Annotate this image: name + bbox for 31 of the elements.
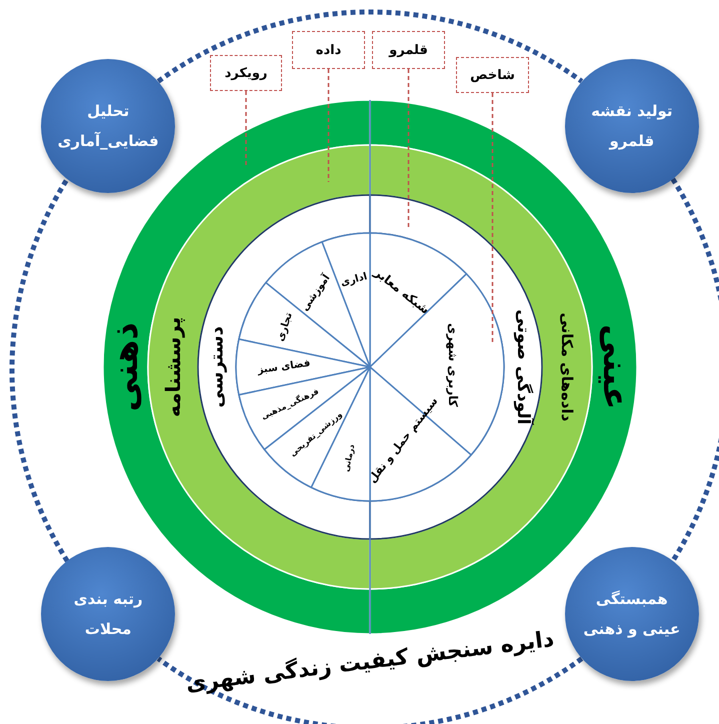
ring-label: پرسشنامه: [161, 316, 185, 418]
slice-label: اداری: [339, 271, 368, 289]
leader-line: [245, 91, 247, 167]
dotted-arc: [10, 178, 70, 562]
dashed-box: قلمرو: [372, 31, 445, 69]
slice-label: درمانی: [342, 444, 356, 473]
ring-label: داده‌های مکانی: [558, 312, 576, 422]
title: دایره سنجش کیفیت زندگی شهری: [184, 627, 556, 697]
ring-label: آلودگی صوتی: [513, 309, 533, 425]
ring-label: دسترسی: [206, 326, 228, 408]
dashed-box: رویکرد: [210, 55, 282, 91]
slice-label: تجاری: [276, 310, 296, 342]
circle-node: تحلیل فضایی_آماری: [41, 58, 176, 193]
leader-line: [492, 93, 494, 345]
dashed-box: داده: [292, 31, 365, 69]
dotted-arc: [670, 178, 719, 562]
slice-label: سیستم حمل و نقل: [366, 394, 441, 486]
dotted-arc: [156, 10, 584, 84]
circle-node: تولید نقشه قلمرو: [564, 58, 699, 193]
slice-label: فضای سبز: [257, 358, 312, 376]
ring-label: ذهنی: [106, 322, 146, 412]
slice-label: آموزشی: [300, 273, 333, 314]
dotted-arc: [156, 656, 584, 724]
slice-label: شبکه معابر: [372, 264, 433, 316]
ring-label: عینی: [594, 324, 634, 410]
circle-node: همبستگی عینی و ذهنی: [564, 547, 699, 682]
dashed-box: شاخص: [456, 57, 529, 93]
circle-node: رتبه بندی محلات: [41, 547, 176, 682]
slice-label: کاربری شهری: [446, 322, 460, 407]
leader-line: [328, 69, 330, 182]
leader-line: [408, 69, 410, 228]
